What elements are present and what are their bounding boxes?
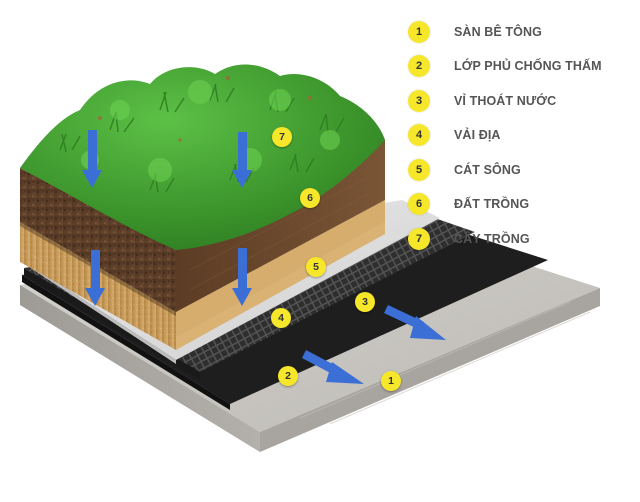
legend-label: VỈ THOÁT NƯỚC (454, 93, 557, 108)
down-arrow-left-bottom (85, 250, 105, 306)
number-badge: 6 (408, 193, 430, 216)
legend-item: 6 ĐẤT TRỒNG (408, 193, 638, 216)
legend-item: 2 LỚP PHỦ CHỐNG THẤM (408, 55, 638, 78)
legend-label: LỚP PHỦ CHỐNG THẤM (454, 59, 602, 74)
down-arrow-right-bottom (232, 248, 252, 306)
legend-item: 3 VỈ THOÁT NƯỚC (408, 89, 638, 112)
callout-1: 1 (381, 371, 401, 391)
down-arrow-left-top (82, 130, 102, 188)
legend-item: 1 SÀN BÊ TÔNG (408, 20, 638, 43)
callout-7: 7 (272, 127, 292, 147)
legend: 1 SÀN BÊ TÔNG 2 LỚP PHỦ CHỐNG THẤM 3 VỈ … (408, 20, 638, 262)
legend-item: 5 CÁT SÔNG (408, 158, 638, 181)
water-flow-arrows (82, 130, 446, 384)
number-badge: 4 (408, 124, 430, 147)
number-badge: 3 (408, 89, 430, 112)
down-arrow-right-top (232, 132, 252, 188)
number-badge: 5 (408, 158, 430, 181)
legend-label: ĐẤT TRỒNG (454, 197, 530, 212)
callout-3: 3 (355, 292, 375, 312)
legend-item: 4 VẢI ĐỊA (408, 124, 638, 147)
side-arrow-membrane (302, 350, 364, 384)
legend-label: VẢI ĐỊA (454, 128, 501, 143)
legend-label: SÀN BÊ TÔNG (454, 24, 542, 39)
legend-item: 7 CÂY TRỒNG (408, 228, 638, 251)
callout-2: 2 (278, 366, 298, 386)
number-badge: 2 (408, 55, 430, 78)
number-badge: 7 (408, 228, 430, 251)
callout-6: 6 (300, 188, 320, 208)
side-arrow-drainage (384, 305, 446, 340)
callout-5: 5 (306, 257, 326, 277)
callout-4: 4 (271, 308, 291, 328)
number-badge: 1 (408, 20, 430, 43)
legend-label: CÂY TRỒNG (454, 232, 530, 247)
legend-label: CÁT SÔNG (454, 162, 521, 177)
